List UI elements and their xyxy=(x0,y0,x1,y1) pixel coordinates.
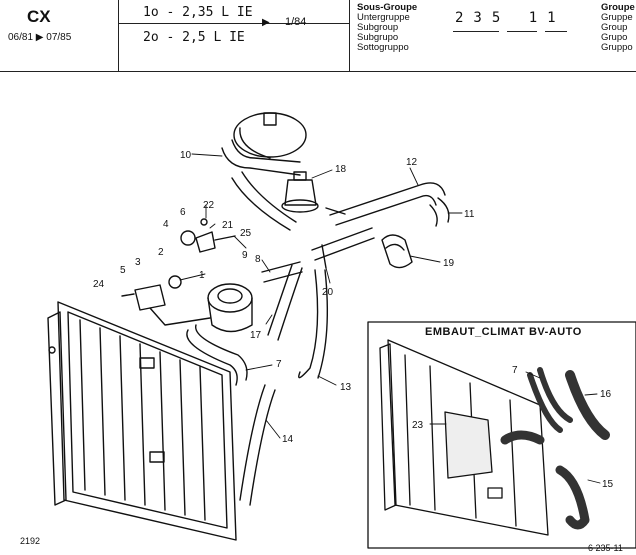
part-label-4: 4 xyxy=(163,219,169,230)
inset-label-15: 15 xyxy=(602,479,614,490)
part-label-21: 21 xyxy=(222,220,234,231)
group-label-es: Grupo xyxy=(601,32,628,43)
model-name: CX xyxy=(27,7,51,26)
arrow-icon: ▶ xyxy=(262,17,270,28)
part-label-2: 2 xyxy=(158,247,164,258)
part-label-5: 5 xyxy=(120,265,126,276)
subgroup-label-en: Subgroup xyxy=(357,22,399,33)
group-label-de: Gruppe xyxy=(601,12,633,23)
production-dates: 06/81 ▶ 07/85 xyxy=(8,32,72,43)
part-label-13: 13 xyxy=(340,382,352,393)
part-label-10: 10 xyxy=(180,150,192,161)
expansion-tank xyxy=(233,112,307,159)
part-label-12: 12 xyxy=(406,157,418,168)
pipe-20 xyxy=(311,227,375,261)
subgroup-label-de: Untergruppe xyxy=(357,12,410,23)
page-reference: 1/84 xyxy=(285,16,307,28)
inset-air-conditioning xyxy=(367,321,636,549)
hose-13 xyxy=(298,269,329,379)
hose-10 xyxy=(221,139,301,176)
footer-left-code: 2192 xyxy=(20,536,41,546)
part-label-24: 24 xyxy=(93,279,105,290)
radiator xyxy=(47,301,237,541)
title-block: CX 06/81 ▶ 07/85 1o - 2,35 L IE 2o - 2,5… xyxy=(0,0,636,72)
hose-11 xyxy=(429,197,450,227)
part-label-1: 1 xyxy=(199,270,205,281)
subgroup-code: 235 11 xyxy=(455,10,566,26)
hose-8 xyxy=(261,261,303,283)
inset-label-16: 16 xyxy=(600,389,612,400)
inset-label-23: 23 xyxy=(412,420,424,431)
subgroup-label-fr: Sous-Groupe xyxy=(357,2,418,13)
part-label-17: 17 xyxy=(250,330,262,341)
group-label-en: Group xyxy=(601,22,628,33)
part-label-18: 19 xyxy=(443,258,455,269)
hose-14 xyxy=(239,384,276,506)
subgroup-label-es: Subgrupo xyxy=(357,32,399,43)
heat-exchanger xyxy=(207,283,253,333)
group-label-it: Gruppo xyxy=(601,42,633,53)
pipe-12 xyxy=(329,182,446,226)
part-label-14: 14 xyxy=(282,434,294,445)
part-label-20: 20 xyxy=(322,287,334,298)
inset-label-7: 7 xyxy=(512,365,518,376)
group-label-fr: Groupe xyxy=(601,2,635,13)
part-label-25: 25 xyxy=(240,228,252,239)
thermostat-housing xyxy=(281,171,319,213)
part-label-8: 8 xyxy=(255,254,261,265)
hose-17 xyxy=(267,264,303,341)
engine-variant-2: 2o - 2,5 L IE xyxy=(143,30,245,45)
inset-title: EMBAUT_CLIMAT BV-AUTO xyxy=(425,326,582,338)
part-label-19: 18 xyxy=(335,164,347,175)
hose-18 xyxy=(381,234,413,269)
subgroup-label-it: Sottogruppo xyxy=(357,42,409,53)
part-label-3: 3 xyxy=(135,257,141,268)
part-label-7: 7 xyxy=(276,359,282,370)
water-outlet-assembly xyxy=(121,218,236,326)
hose-9 xyxy=(231,171,297,231)
part-label-22: 22 xyxy=(203,200,215,211)
engine-variant-1: 1o - 2,35 L IE xyxy=(143,5,253,20)
part-label-6: 6 xyxy=(180,207,186,218)
part-label-11: 11 xyxy=(464,209,475,220)
footer-right-code: 6 235-11 xyxy=(588,543,623,553)
part-label-9: 9 xyxy=(242,250,248,261)
hose-7 xyxy=(186,324,248,386)
